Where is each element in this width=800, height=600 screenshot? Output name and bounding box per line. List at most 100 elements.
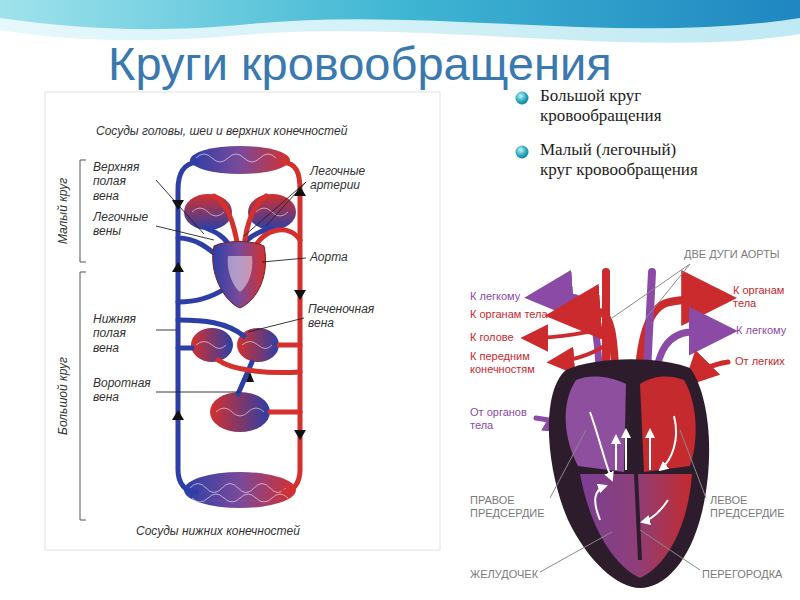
wave-light bbox=[0, 0, 800, 43]
part-label: ПРАВОЕ ПРЕДСЕРДИЕ bbox=[470, 494, 550, 520]
artery bbox=[270, 410, 300, 415]
vessel-label: Нижняя полая вена bbox=[93, 312, 155, 355]
flow-label: К голове bbox=[470, 331, 514, 344]
pulmonary-vein bbox=[214, 196, 238, 248]
arrow-up bbox=[172, 410, 184, 420]
flow-arrow bbox=[625, 430, 627, 470]
flow-arrows bbox=[172, 186, 306, 440]
artery bbox=[284, 162, 300, 492]
arrow-up bbox=[246, 372, 254, 382]
intestine-capillaries bbox=[210, 392, 270, 432]
blood-flow-arrows bbox=[590, 412, 676, 522]
flow-label: К органам тела bbox=[733, 284, 795, 310]
leader-line bbox=[156, 392, 240, 393]
heart bbox=[213, 242, 266, 309]
net-line bbox=[190, 484, 286, 493]
vessel-label: Верхняя полая вена bbox=[93, 160, 155, 203]
lung-capillaries bbox=[184, 194, 232, 230]
part-label: ЛЕВОЕ ПРЕДСЕРДИЕ bbox=[710, 494, 790, 520]
flow-label: К легкому bbox=[470, 290, 520, 303]
part-label: ДВЕ ДУГИ АОРТЫ bbox=[684, 248, 780, 261]
inferior-vena-cava bbox=[178, 288, 226, 302]
leader-line bbox=[156, 226, 214, 240]
vessel-label: Аорта bbox=[310, 250, 348, 264]
left-atrium bbox=[640, 377, 696, 472]
vein bbox=[178, 162, 196, 492]
vein bbox=[178, 346, 192, 351]
capillary-bed bbox=[190, 146, 290, 174]
circle-label: Малый круг bbox=[56, 178, 70, 244]
bracket-small-circle bbox=[80, 160, 86, 262]
leader-line bbox=[156, 180, 204, 234]
veins bbox=[178, 162, 270, 492]
pointer-line bbox=[646, 264, 690, 318]
pointer-line bbox=[540, 532, 612, 572]
leader-line bbox=[156, 330, 176, 331]
bullet-icon bbox=[516, 146, 529, 159]
bullet-icon bbox=[516, 92, 529, 105]
header-wave bbox=[0, 0, 800, 43]
heart-diagram bbox=[526, 264, 728, 588]
flow-label: К легкому bbox=[736, 324, 786, 337]
leader-line bbox=[244, 182, 306, 236]
circulation-scheme bbox=[172, 146, 306, 508]
net-line bbox=[242, 342, 272, 349]
pointer-line bbox=[680, 430, 706, 498]
pointer-lines bbox=[540, 264, 706, 572]
vessel-label: Сосуды головы, шеи и верхних конечностей bbox=[96, 124, 347, 138]
arrow-up bbox=[172, 262, 184, 272]
artery bbox=[279, 343, 300, 348]
part-label: ПЕРЕГОРОДКА bbox=[702, 568, 782, 581]
artery bbox=[218, 360, 300, 373]
flow-label: От органов тела bbox=[470, 406, 534, 432]
bullet-text: Малый (легочный) круг кровообращения bbox=[540, 140, 700, 181]
flow-arrow bbox=[590, 412, 612, 480]
leader-line bbox=[262, 258, 306, 262]
flow-arrow bbox=[649, 430, 651, 470]
net-line bbox=[192, 494, 288, 502]
net-line bbox=[196, 154, 276, 162]
hepatic-vein bbox=[178, 320, 244, 336]
heart-chamber bbox=[228, 256, 253, 292]
leader-line bbox=[266, 182, 306, 226]
flow-arrow bbox=[615, 436, 617, 470]
wave-dark bbox=[0, 0, 800, 29]
vessel-label: Сосуды нижних конечностей bbox=[136, 524, 300, 538]
artery-head bbox=[526, 325, 610, 338]
flow-label: К передним конечностям bbox=[470, 350, 550, 376]
arteries bbox=[214, 162, 300, 492]
figure-panel bbox=[45, 92, 440, 550]
flow-label: От легких bbox=[735, 355, 785, 368]
right-atrium bbox=[566, 377, 626, 472]
vessel-label: Легочные артерии bbox=[310, 164, 390, 193]
septum bbox=[634, 386, 640, 560]
net-line bbox=[196, 342, 226, 349]
flow-arrow bbox=[595, 486, 606, 520]
pointer-line bbox=[550, 430, 586, 498]
pointer-line bbox=[640, 530, 700, 570]
pulmonary-vein bbox=[244, 196, 266, 248]
organ-capillaries bbox=[191, 328, 233, 362]
part-label: ЖЕЛУДОЧЕК bbox=[470, 568, 538, 581]
flow-label: К органам тела bbox=[470, 308, 548, 321]
bullet-text: Большой круг кровообращения bbox=[540, 86, 740, 127]
net-line bbox=[216, 408, 264, 416]
page-title: Круги кровообращения bbox=[108, 36, 612, 91]
capillary-bed bbox=[184, 472, 296, 508]
capillary-net bbox=[190, 154, 288, 502]
vessel-label: Воротная вена bbox=[93, 376, 155, 405]
flow-arrow bbox=[642, 500, 668, 522]
bracket bbox=[80, 160, 86, 520]
pointer-line bbox=[612, 264, 690, 318]
circle-label: Большой круг bbox=[56, 357, 70, 435]
leader-line bbox=[248, 318, 304, 332]
net-line bbox=[192, 208, 224, 216]
vessel-label: Печеночная вена bbox=[308, 302, 388, 331]
arrow-down bbox=[294, 290, 306, 300]
flow-arrow bbox=[660, 416, 676, 470]
leader-lines bbox=[156, 180, 306, 392]
arrow-down bbox=[294, 430, 306, 440]
vessel-label: Легочные вены bbox=[93, 210, 155, 239]
